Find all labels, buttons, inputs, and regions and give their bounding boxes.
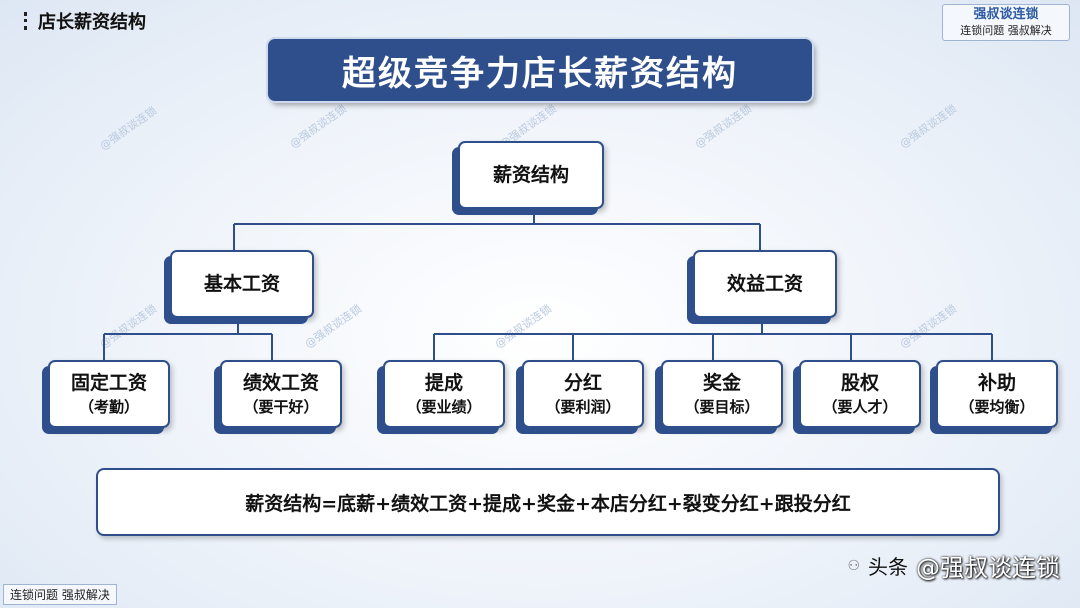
node-sublabel: （考勤） (78, 398, 139, 416)
node-label: 薪资结构 (492, 164, 569, 186)
wechat-icon: ⚇ (847, 557, 860, 574)
page-title-text: 店长薪资结构 (38, 12, 146, 33)
node-label: 补助 (977, 372, 1016, 394)
node-label: 分红 (563, 372, 602, 394)
node-sublabel: （要干好） (243, 398, 319, 416)
node-commission: 提成 （要业绩） (383, 360, 505, 428)
node-bonus: 奖金 （要目标） (661, 360, 783, 428)
footer-attribution: ⚇ 头条 @强叔谈连锁 (847, 548, 1060, 583)
salary-formula: 薪资结构=底薪+绩效工资+提成+奖金+本店分红+裂变分红+跟投分红 (96, 468, 1000, 536)
node-fixed-salary: 固定工资 （考勤） (48, 360, 170, 428)
brand-slogan: 连锁问题 强叔解决 (960, 24, 1052, 37)
node-label: 提成 (424, 372, 463, 394)
page-title: 店长薪资结构 (24, 8, 146, 34)
node-label: 基本工资 (203, 273, 280, 295)
node-dividend: 分红 （要利润） (522, 360, 644, 428)
node-subsidy: 补助 （要均衡） (936, 360, 1058, 428)
title-marker (24, 12, 30, 30)
node-sublabel: （要利润） (545, 398, 621, 416)
node-label: 固定工资 (70, 372, 147, 394)
footer-handle: @强叔谈连锁 (916, 554, 1060, 582)
node-sublabel: （要人才） (822, 398, 898, 416)
node-performance-salary: 绩效工资 （要干好） (220, 360, 342, 428)
node-equity: 股权 （要人才） (799, 360, 921, 428)
node-sublabel: （要均衡） (959, 398, 1035, 416)
node-sublabel: （要目标） (684, 398, 760, 416)
node-basic-salary: 基本工资 (170, 250, 314, 318)
bottom-tag: 连锁问题 强叔解决 (3, 584, 117, 605)
node-sublabel: （要业绩） (406, 398, 482, 416)
node-label: 奖金 (702, 372, 741, 394)
node-benefit-salary: 效益工资 (693, 250, 837, 318)
footer-source: 头条 (868, 555, 908, 579)
node-label: 绩效工资 (242, 372, 319, 394)
node-label: 效益工资 (726, 273, 803, 295)
main-title: 超级竞争力店长薪资结构 (268, 39, 812, 101)
brand-badge: 强叔谈连锁 连锁问题 强叔解决 (942, 4, 1070, 41)
node-root: 薪资结构 (458, 141, 604, 209)
brand-name: 强叔谈连锁 (973, 7, 1039, 22)
node-label: 股权 (840, 372, 879, 394)
